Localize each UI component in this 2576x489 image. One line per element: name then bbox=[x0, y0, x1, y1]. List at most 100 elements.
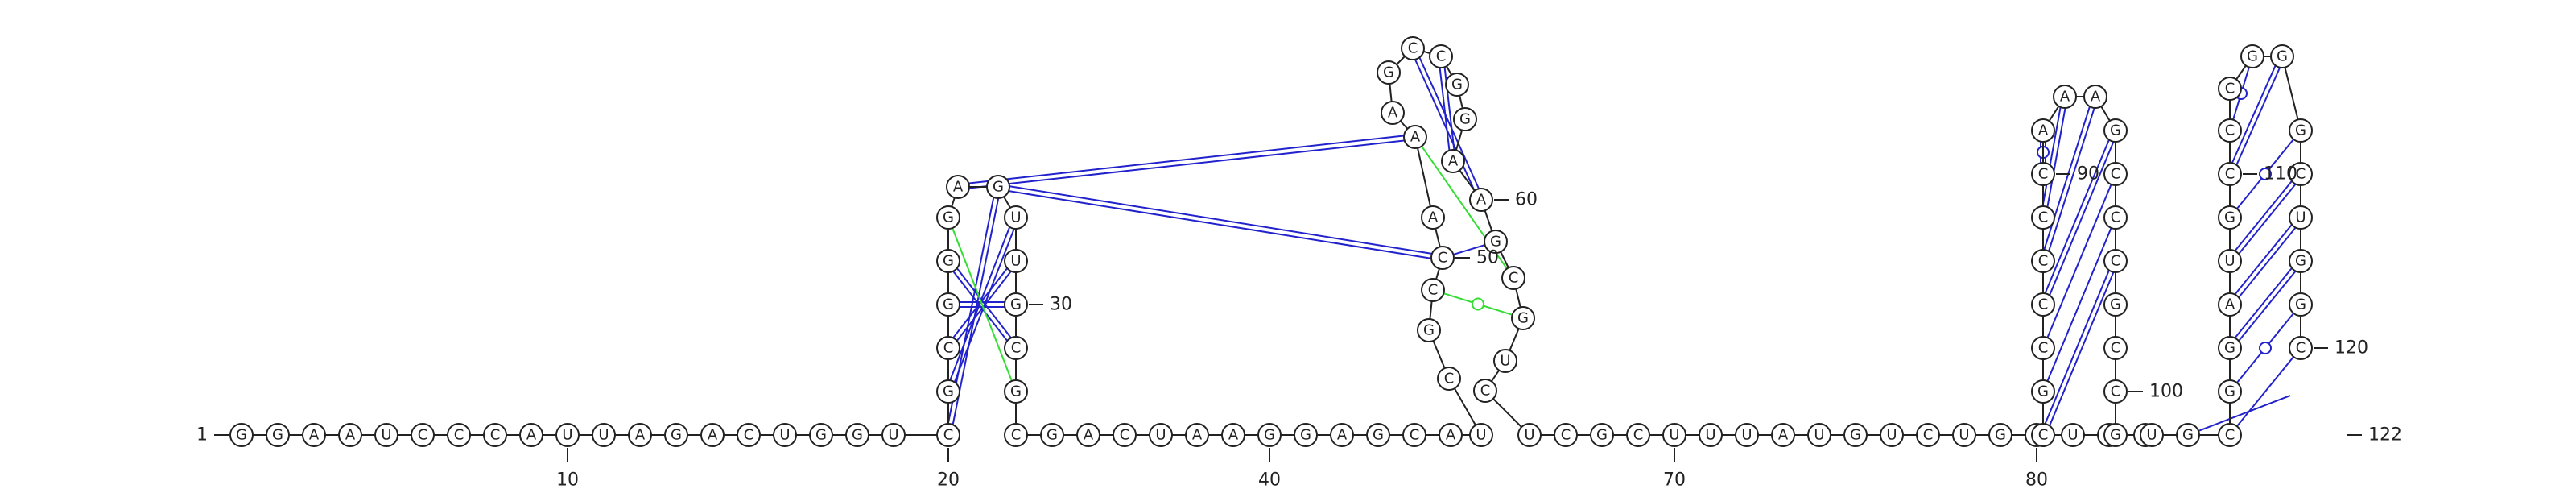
nucleotide: U bbox=[1735, 423, 1759, 447]
pair-line bbox=[1439, 68, 1451, 151]
base-pair-links bbox=[947, 57, 2297, 432]
svg-text:C: C bbox=[2111, 383, 2121, 400]
svg-text:C: C bbox=[1561, 427, 1571, 444]
nucleotide: C bbox=[1430, 246, 1455, 270]
svg-text:A: A bbox=[1228, 427, 1239, 444]
svg-text:C: C bbox=[2111, 340, 2121, 357]
pair-line bbox=[969, 139, 1405, 189]
nucleotide: G bbox=[1453, 107, 1477, 131]
nucleotide: U bbox=[1149, 423, 1173, 447]
nucleotide: G bbox=[2289, 292, 2313, 317]
svg-text:U: U bbox=[1705, 427, 1715, 444]
nucleotide: U bbox=[2289, 205, 2313, 230]
pair-line bbox=[968, 135, 1404, 184]
nucleotide: G bbox=[1417, 318, 1441, 342]
nucleotide: A bbox=[946, 175, 970, 199]
nucleotide: A bbox=[1381, 101, 1405, 125]
nucleotide: C bbox=[2103, 162, 2128, 186]
pair-line bbox=[956, 267, 1012, 338]
pair-line bbox=[2046, 227, 2112, 382]
svg-text:C: C bbox=[418, 427, 428, 444]
nucleotide: C bbox=[2289, 336, 2313, 360]
nucleotide: C bbox=[1004, 336, 1028, 360]
backbone-segment bbox=[2281, 56, 2301, 131]
svg-text:C: C bbox=[2296, 166, 2306, 183]
svg-text:A: A bbox=[309, 427, 320, 444]
nucleotide: A bbox=[1441, 149, 1465, 173]
nucleotide: G bbox=[2240, 44, 2264, 68]
svg-text:G: G bbox=[2224, 383, 2235, 400]
nucleotide: C bbox=[2218, 423, 2242, 447]
svg-text:C: C bbox=[1633, 427, 1644, 444]
nucleotide: C bbox=[936, 423, 960, 447]
svg-text:G: G bbox=[993, 179, 1004, 196]
pair-line bbox=[2231, 65, 2277, 164]
numbering-label: 110 bbox=[2264, 164, 2297, 184]
nucleotide: G bbox=[2103, 423, 2128, 447]
numbering-label: 20 bbox=[937, 470, 960, 489]
nucleotide: C bbox=[2103, 336, 2128, 360]
svg-text:G: G bbox=[815, 427, 827, 444]
pair-line bbox=[2048, 107, 2095, 251]
nucleotide: A bbox=[1185, 423, 1209, 447]
pair-line bbox=[2238, 227, 2297, 298]
nucleotide: U bbox=[1699, 423, 1723, 447]
svg-text:C: C bbox=[1509, 270, 1519, 287]
nucleotide: G bbox=[1511, 306, 1535, 330]
nucleotide: U bbox=[773, 423, 797, 447]
svg-text:C: C bbox=[1444, 371, 1455, 387]
svg-text:G: G bbox=[1596, 427, 1608, 444]
nucleotide: U bbox=[1517, 423, 1542, 447]
svg-text:G: G bbox=[1451, 77, 1463, 93]
svg-text:G: G bbox=[2182, 427, 2194, 444]
nucleotide: C bbox=[1554, 423, 1578, 447]
nucleotide: A bbox=[2031, 118, 2055, 143]
svg-text:A: A bbox=[1410, 129, 1421, 146]
svg-text:G: G bbox=[671, 427, 682, 444]
nucleotide: G bbox=[2218, 336, 2242, 360]
svg-text:U: U bbox=[2146, 427, 2157, 444]
svg-text:C: C bbox=[490, 427, 501, 444]
svg-text:G: G bbox=[943, 296, 954, 313]
nucleotide: C bbox=[2031, 292, 2055, 317]
pair-line bbox=[2046, 184, 2112, 338]
nucleotide: A bbox=[1330, 423, 1354, 447]
nucleotide: G bbox=[229, 423, 254, 447]
svg-text:C: C bbox=[454, 427, 464, 444]
svg-text:G: G bbox=[1264, 427, 1275, 444]
nucleotide: G bbox=[2103, 292, 2128, 317]
nucleotide: C bbox=[1401, 36, 1425, 60]
nucleotide: A bbox=[1076, 423, 1100, 447]
svg-text:G: G bbox=[1423, 322, 1435, 339]
numbering-label: 120 bbox=[2334, 338, 2368, 358]
svg-text:A: A bbox=[2091, 89, 2101, 106]
svg-text:A: A bbox=[1446, 427, 1456, 444]
svg-text:C: C bbox=[1408, 40, 1418, 57]
nucleotide: U bbox=[1880, 423, 1904, 447]
nucleotide: U bbox=[1807, 423, 1831, 447]
svg-text:U: U bbox=[562, 427, 572, 444]
svg-text:C: C bbox=[2038, 166, 2049, 183]
numbering-label: 30 bbox=[1050, 295, 1072, 315]
svg-text:C: C bbox=[2038, 296, 2049, 313]
svg-text:G: G bbox=[2295, 253, 2306, 270]
svg-text:A: A bbox=[2038, 122, 2049, 139]
svg-text:A: A bbox=[1337, 427, 1348, 444]
pair-marker bbox=[1472, 297, 1484, 311]
backbone bbox=[242, 48, 2301, 436]
nucleotide: G bbox=[266, 423, 290, 447]
nucleotide: G bbox=[2103, 118, 2128, 143]
svg-text:C: C bbox=[1011, 427, 1022, 444]
svg-text:C: C bbox=[1011, 340, 1022, 357]
pair-line bbox=[1009, 185, 1432, 255]
pair-line bbox=[2198, 395, 2291, 432]
svg-text:U: U bbox=[1886, 427, 1897, 444]
svg-text:C: C bbox=[1923, 427, 1934, 444]
numbering-label: 50 bbox=[1476, 248, 1499, 268]
nucleotide: A bbox=[628, 423, 652, 447]
svg-text:G: G bbox=[1995, 427, 2006, 444]
nucleotide: G bbox=[1484, 230, 1508, 254]
nucleotide: U bbox=[2218, 249, 2242, 273]
pair-line bbox=[952, 198, 1000, 425]
